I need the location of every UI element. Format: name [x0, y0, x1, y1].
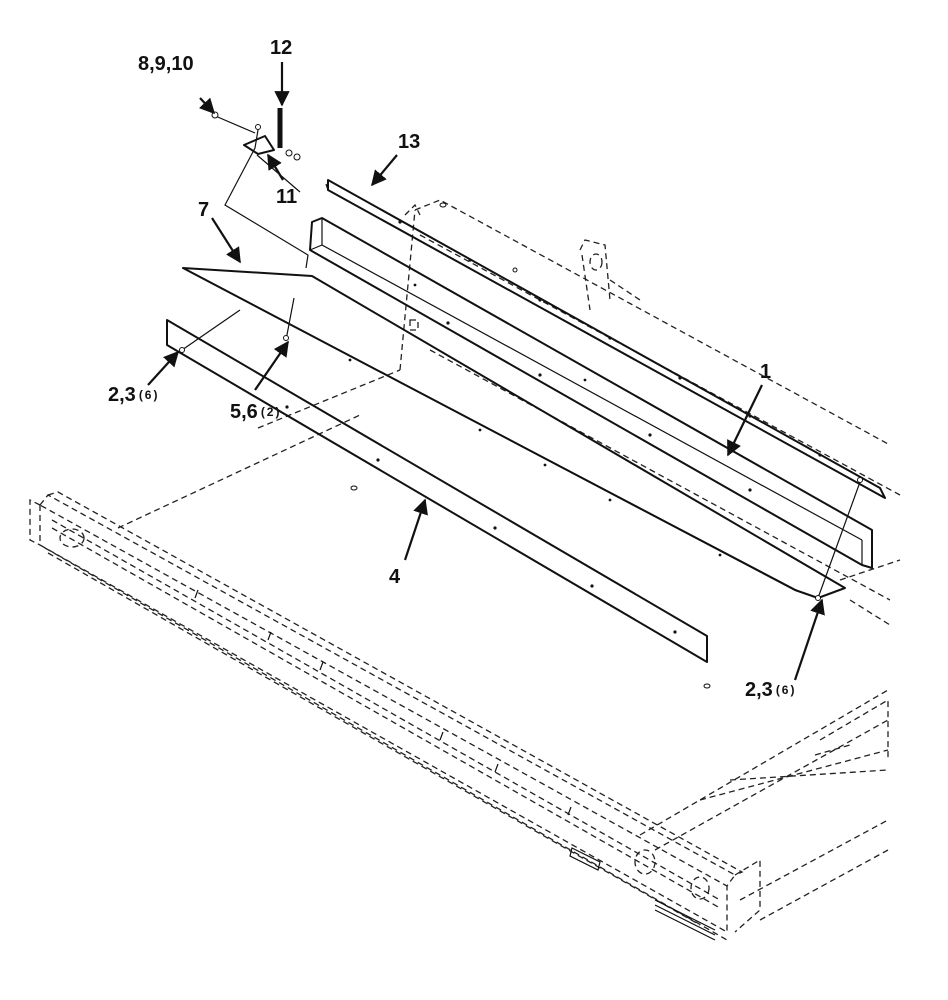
header-frame-outline	[29, 199, 901, 941]
callout-2-3-right-number: 2,3	[745, 679, 773, 701]
callout-5-6-number: 5,6	[230, 401, 258, 423]
fastener-leaders	[179, 297, 863, 601]
callout-11: 11	[276, 186, 297, 208]
callout-7: 7	[198, 199, 209, 221]
part-1-angle-shield	[309, 217, 873, 569]
callout-2-3-right-qty: (6)	[776, 683, 797, 697]
callout-1: 1	[760, 361, 771, 383]
callout-2-3-left-number: 2,3	[108, 384, 136, 406]
hardware-bolt-clip-rod	[211, 108, 309, 269]
part-13-strip	[325, 179, 886, 499]
part-4-flat-bar	[166, 319, 708, 663]
callout-2-3-left-qty: (6)	[139, 388, 160, 402]
callout-13: 13	[398, 131, 420, 153]
callout-12: 12	[270, 37, 292, 59]
callout-4: 4	[389, 566, 401, 588]
part-7-deflector	[182, 267, 846, 599]
callout-5-6: 5,6(2)	[230, 401, 281, 423]
callout-8-9-10: 8,9,10	[138, 53, 194, 75]
callout-2-3-right: 2,3(6)	[745, 679, 796, 701]
callout-2-3-left: 2,3(6)	[108, 384, 159, 406]
callout-5-6-qty: (2)	[261, 405, 282, 419]
callout-arrows	[147, 62, 825, 681]
